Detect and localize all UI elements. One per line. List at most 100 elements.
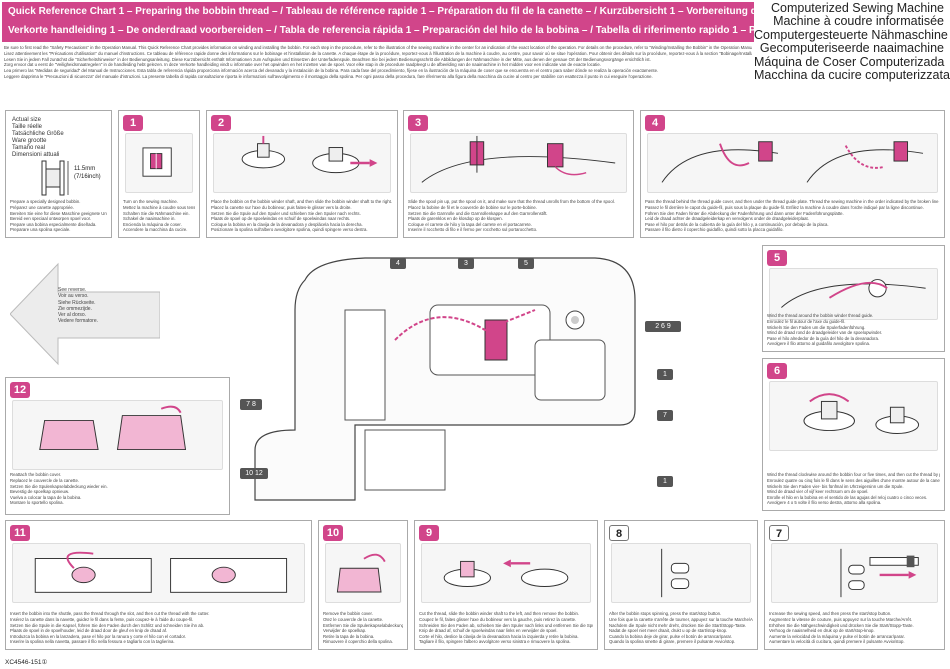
callout-5: 5 bbox=[518, 258, 534, 269]
insert-bobbin-illustration bbox=[12, 543, 305, 603]
text-en: Remove the bobbin cover. bbox=[323, 611, 373, 617]
wind-bobbin-illustration bbox=[769, 381, 938, 451]
text-it: Preparare una spolina speciale. bbox=[10, 227, 71, 233]
text-es: Pase el hilo alrededor de la guía del hi… bbox=[767, 335, 880, 341]
text-en: Pass the thread behind the thread guide … bbox=[645, 199, 940, 205]
text-fr: Coupez le fil, faites glisser l'axe du b… bbox=[419, 617, 577, 623]
intro-fr: Lisez attentivement les "Précautions d'u… bbox=[4, 50, 752, 56]
product-titles: Computerized Sewing Machine Machine à co… bbox=[754, 1, 950, 82]
callout-7: 7 bbox=[657, 410, 673, 421]
text-fr: Mettez la machine à coudre sous tension. bbox=[123, 205, 195, 211]
text-de: Schneiden Sie den Faden ab, schieben Sie… bbox=[419, 622, 593, 628]
step-number: 5 bbox=[767, 250, 787, 266]
text-es: Ver al dorso. bbox=[58, 312, 87, 319]
callout-3: 3 bbox=[458, 258, 474, 269]
step-number: 9 bbox=[419, 525, 439, 541]
title-fr: Machine à coudre informatisée bbox=[773, 14, 944, 29]
panel-step-7: 7 Increase the sewing speed, and then pr… bbox=[764, 520, 945, 650]
panel-actual-size: Actual size Taille réelle Tatsächliche G… bbox=[5, 110, 112, 238]
text-nl: Bevestig de spoelkap opnieuw. bbox=[10, 489, 70, 495]
panel-step-6: 6 Wind the thread clockwise around the b… bbox=[762, 358, 945, 511]
step-number: 11 bbox=[10, 525, 30, 541]
text-en: Slide the spool pin up, put the spool on… bbox=[408, 199, 615, 205]
see-reverse-text: See reverse. Voir au verso. Siehe Rückse… bbox=[58, 287, 98, 325]
callout-10-12: 10 12 bbox=[240, 468, 268, 479]
text-it: Inserire il rocchetto di filo e il fermo… bbox=[408, 227, 538, 233]
text-nl: Zie ommezijde. bbox=[58, 305, 92, 312]
intro-es: Lea primero las "Medidas de seguridad" d… bbox=[4, 68, 659, 74]
text-nl: Plaats de spoel op de spoelwindas en sch… bbox=[211, 216, 351, 222]
step-number: 3 bbox=[408, 115, 428, 131]
thread-guide-illustration bbox=[647, 133, 938, 193]
cut-thread-illustration bbox=[421, 543, 591, 603]
start-stop-illustration bbox=[611, 543, 751, 603]
text-de: Führen Sie den Faden hinter die Abdeckun… bbox=[645, 210, 844, 216]
title-nl: Gecomputeriseerde naaimachine bbox=[759, 41, 944, 56]
text-es: Pase el hilo por detrás de la cubierta d… bbox=[645, 221, 829, 227]
text-it: Inserire la spolina nella navetta, passa… bbox=[10, 639, 175, 645]
step-number: 1 bbox=[123, 115, 143, 131]
bobbin-diagram bbox=[41, 160, 69, 196]
text-de: Siehe Rückseite. bbox=[58, 299, 96, 306]
text-de: Erhöhen Sie die Nähgeschwindigkeit und d… bbox=[769, 622, 914, 628]
title-de: Computergesteuerte Nähmaschine bbox=[754, 27, 948, 42]
text-en: After the bobbin stops spinning, press t… bbox=[609, 611, 722, 617]
text-en: Wind the thread clockwise around the bob… bbox=[767, 472, 940, 478]
callout-1b: 1 bbox=[657, 476, 673, 487]
intro-nl: Zorg ervoor dat u eerst de "Veiligheidsm… bbox=[4, 62, 601, 68]
label-it: Dimensioni attuali bbox=[12, 152, 60, 158]
text-en: Place the bobbin on the bobbin winder sh… bbox=[211, 199, 393, 205]
label-de: Tatsächliche Größe bbox=[12, 131, 64, 137]
intro-de: Lesen Sie in jedem Fall zunächst die "Si… bbox=[4, 56, 651, 62]
intro-it: Leggere dapprima le "Precauzioni di sicu… bbox=[4, 73, 653, 79]
text-de: Wickeln Sie den Faden vier- bis fünfmal … bbox=[767, 483, 904, 489]
step-number: 12 bbox=[10, 382, 30, 398]
text-en: Reattach the bobbin cover. bbox=[10, 472, 62, 478]
text-fr: Augmentez la vitesse de couture, puis ap… bbox=[769, 617, 913, 623]
text-fr: Passez le fil derrière le capot du guide… bbox=[645, 205, 924, 211]
text-de: Bereiten Sie eine für diese Maschine gee… bbox=[10, 210, 107, 216]
step-8-text: After the bobbin stops spinning, press t… bbox=[609, 611, 753, 645]
text-it: Rimuovere il coperchio della spolina. bbox=[323, 639, 393, 645]
step-12-text: Reattach the bobbin cover. Replacez le c… bbox=[10, 472, 225, 506]
text-fr: Placez la canette sur l'axe du bobineur,… bbox=[211, 205, 352, 211]
text-es: Encienda la máquina de coser. bbox=[123, 221, 182, 227]
document-code: XC4546-151① bbox=[5, 659, 48, 666]
text-es: Cuando la bobina deje de girar, pulse el… bbox=[609, 633, 733, 639]
step-9-text: Cut the thread, slide the bobbin winder … bbox=[419, 611, 593, 645]
intro-text: Be sure to first read the "Safety Precau… bbox=[4, 45, 752, 80]
text-es: Aumente la velocidad de la máquina y pul… bbox=[769, 633, 905, 639]
bobbin-winder-illustration bbox=[213, 133, 391, 193]
text-fr: Préparez une canette appropriée. bbox=[10, 205, 75, 211]
text-it: Tagliare il filo, spingere l'albero avvo… bbox=[419, 639, 571, 645]
label-fr: Taille réelle bbox=[12, 124, 43, 130]
step-7-text: Increase the sewing speed, and then pres… bbox=[769, 611, 940, 645]
text-de: Setzen Sie die Spule in die Kapsel, führ… bbox=[10, 622, 205, 628]
text-de: Nachdem die Spule nicht mehr dreht, drüc… bbox=[609, 622, 747, 628]
panel-step-10: 10 Remove the bobbin cover. Otez le couv… bbox=[318, 520, 408, 650]
panel-step-5: 5 Wind the thread around the bobbin wind… bbox=[762, 245, 945, 352]
text-fr: Voir au verso. bbox=[58, 293, 89, 300]
text-it: Aumentare la velocità di cucitura, quind… bbox=[769, 639, 905, 645]
step-10-text: Remove the bobbin cover. Otez le couverc… bbox=[323, 611, 403, 645]
text-fr: Enroulez le fil autour de l'axe du guide… bbox=[767, 319, 846, 325]
callout-4: 4 bbox=[390, 258, 406, 269]
text-de: Setzen Sie die Spulenkapselabdeckung wie… bbox=[10, 483, 108, 489]
text-es: Introduzca la bobina en la lanzadera, pa… bbox=[10, 633, 187, 639]
step-number: 4 bbox=[645, 115, 665, 131]
text-nl: Leid de draad achter de draadgeleiderkap… bbox=[645, 216, 809, 222]
panel-step-8: 8 After the bobbin stops spinning, press… bbox=[604, 520, 758, 650]
bobbin-winder-thread-guide-illustration bbox=[769, 268, 938, 320]
step-6-text: Wind the thread clockwise around the bob… bbox=[767, 472, 940, 506]
label-es: Tamaño real bbox=[12, 145, 46, 151]
text-it: Montare lo sportello spolina. bbox=[10, 500, 64, 506]
text-es: Vuelva a colocar la tapa de la bobina. bbox=[10, 494, 82, 500]
step-4-text: Pass the thread behind the thread guide … bbox=[645, 199, 940, 233]
text-es: Coloque el carrete de hilo y la tapa del… bbox=[408, 221, 532, 227]
intro-en: Be sure to first read the "Safety Precau… bbox=[4, 45, 752, 50]
step-5-text: Wind the thread around the bobbin winder… bbox=[767, 313, 940, 347]
header-line-2: Verkorte handleiding 1 – De onderdraad v… bbox=[8, 25, 884, 36]
text-nl: Schakel de naaimachine in. bbox=[123, 216, 176, 222]
panel-step-2: 2 Place the bobbin on the bobbin winder … bbox=[206, 110, 398, 238]
callout-2-6-9: 2 6 9 bbox=[645, 321, 681, 332]
